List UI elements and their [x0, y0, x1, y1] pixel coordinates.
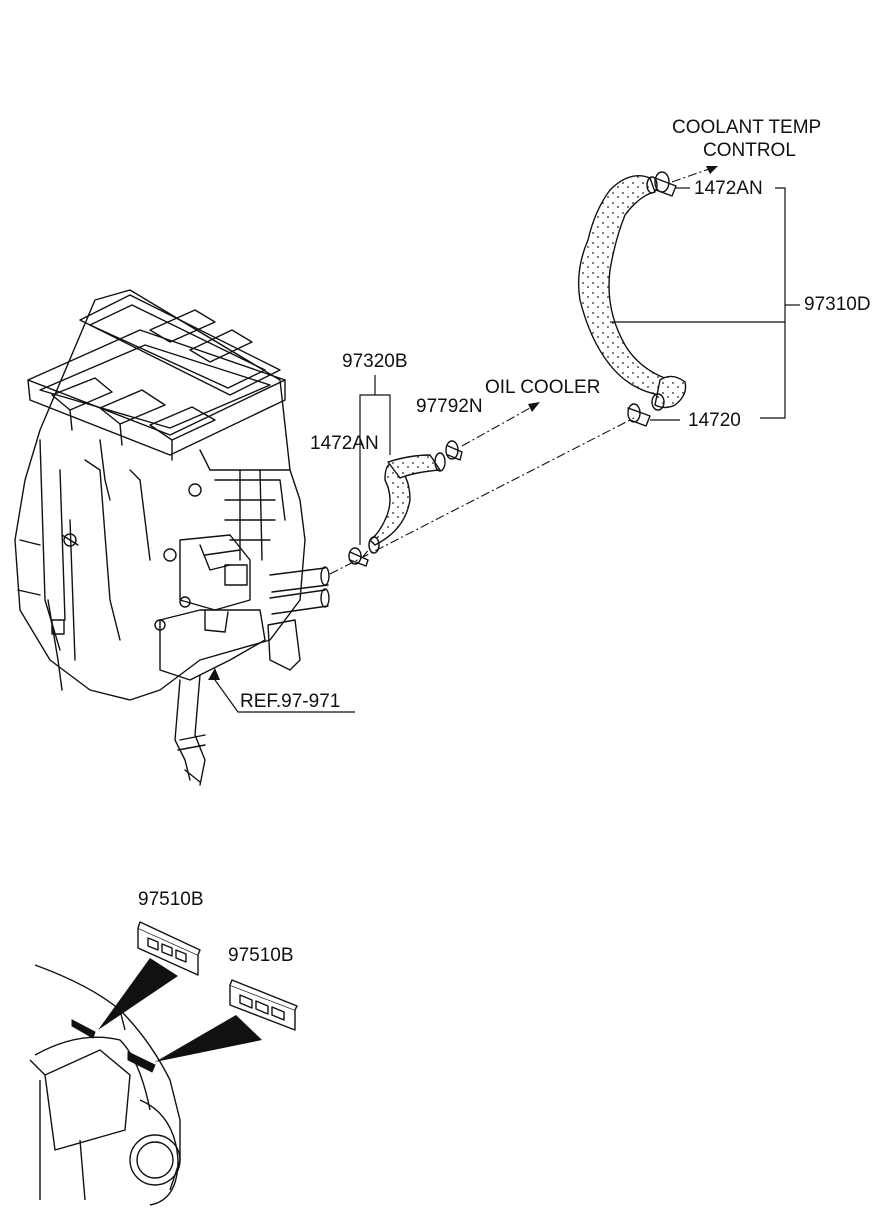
label-coolant-temp: COOLANT TEMP: [672, 117, 822, 138]
clamp-97792n: [445, 440, 463, 461]
hvac-heater-unit: [14, 289, 330, 786]
clamp-1472an-upper: [654, 171, 677, 197]
clamp-14720: [627, 403, 651, 427]
label-97792n: 97792N: [416, 396, 483, 417]
label-97310d: 97310D: [804, 294, 871, 315]
leader-lines: [214, 187, 800, 713]
label-1472an-upper: 1472AN: [694, 178, 763, 199]
arrowheads: [208, 166, 718, 680]
label-14720: 14720: [688, 410, 741, 431]
label-ref-97-971: REF.97-971: [240, 691, 341, 712]
label-control: CONTROL: [703, 140, 796, 161]
label-97510b-lower: 97510B: [228, 945, 294, 966]
vent-grille-lower: [229, 979, 298, 1031]
label-oil-cooler: OIL COOLER: [485, 377, 601, 398]
label-97510b-upper: 97510B: [138, 889, 204, 910]
vent-grilles: [137, 921, 298, 1031]
flow-lines: [329, 167, 713, 575]
label-1472an-left: 1472AN: [310, 433, 379, 454]
hose-97320b: [368, 452, 446, 554]
vent-grille-upper: [137, 921, 201, 976]
clamp-1472an-left: [348, 547, 369, 567]
label-97320b: 97320B: [342, 351, 408, 372]
vehicle-rear-view: [29, 964, 181, 1206]
hose-97310d: [577, 175, 687, 411]
vent-small-marks: [71, 1019, 156, 1073]
projection-wedges: [98, 958, 262, 1062]
